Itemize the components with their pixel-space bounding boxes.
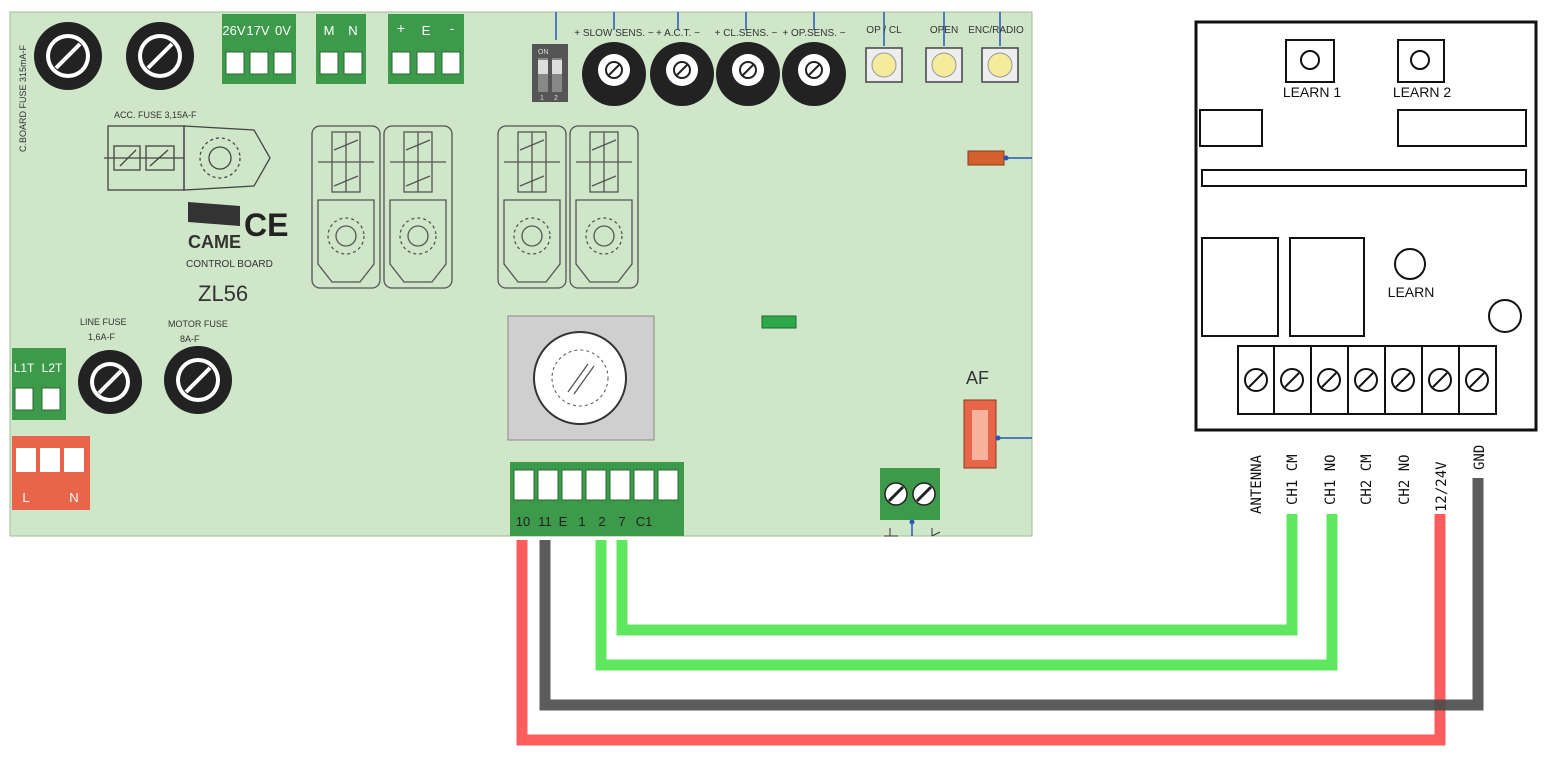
terminal-block-encoder: + E - (388, 14, 464, 84)
motor-fuse-knob (164, 346, 232, 414)
fuse-knob-cboard (34, 22, 102, 90)
button-op-cl: OP / CL (865, 12, 903, 83)
terminal-block-power-out: 26V 17V 0V (222, 14, 296, 84)
terminal-block-motor: M N (316, 14, 366, 84)
terminal-block-bottom: 10 11 E 1 2 7 C1 (510, 462, 684, 536)
receiver-terminal-ch2-no: CH2 NO (1397, 454, 1413, 505)
receiver-terminal-ch1-no: CH1 NO (1323, 454, 1339, 505)
receiver-relay-2 (1289, 237, 1365, 337)
line-fuse-label: LINE FUSE (80, 317, 127, 327)
terminal-label-l1t: L1T (14, 361, 35, 375)
trimmer-slow-sens: + SLOW SENS. − (574, 12, 654, 106)
receiver-chip-left (1199, 109, 1263, 147)
receiver-terminal-strip (1237, 345, 1497, 415)
dip-switch: ON 1 2 (532, 12, 568, 102)
terminal-label-minus: - (450, 20, 455, 36)
terminal-label-n-mains: N (69, 490, 78, 505)
receiver-terminal-ch1-cm: CH1 CM (1285, 454, 1301, 505)
af-connector (963, 399, 1032, 469)
orange-connector (967, 150, 1032, 166)
earth-terminal (880, 468, 941, 537)
terminal-label-0v: 0V (275, 23, 291, 38)
control-board: C.BOARD FUSE 315mA-F 26V 17V 0V M N + E … (9, 11, 1033, 537)
wire-green-7-to-ch1-cm (616, 514, 1298, 636)
dip-num-1: 1 (540, 95, 544, 102)
terminal-label-7: 7 (618, 514, 625, 529)
ce-mark: CE (244, 207, 288, 243)
wire-black-11-to-gnd (539, 478, 1484, 711)
wire-red-10-to-1224v (516, 514, 1446, 746)
learn1-label: LEARN 1 (1283, 84, 1342, 100)
receiver-module: LEARN 1 LEARN 2 LEARN (1194, 20, 1538, 514)
terminal-label-10: 10 (516, 514, 530, 529)
terminal-label-17v: 17V (246, 23, 269, 38)
terminal-label-e: E (422, 23, 431, 38)
terminal-label-c1: C1 (636, 514, 653, 529)
trimmer-label-act: + A.C.T. − (656, 28, 700, 39)
acc-fuse-holder (104, 125, 271, 191)
terminal-label-11: 11 (538, 514, 552, 529)
motor-fuse-label: MOTOR FUSE (168, 319, 228, 329)
acc-fuse-label: ACC. FUSE 3,15A-F (114, 110, 197, 120)
wires (516, 478, 1484, 746)
button-label-op-cl: OP / CL (866, 25, 902, 36)
button-label-enc-radio: ENC/RADIO (968, 25, 1024, 36)
receiver-hole (1488, 299, 1522, 333)
transformer (507, 315, 655, 441)
receiver-terminal-gnd: GND (1472, 445, 1488, 470)
receiver-terminal-antenna: ANTENNA (1249, 454, 1265, 514)
learn-label: LEARN (1388, 284, 1435, 300)
terminal-block-mains: L N (12, 436, 90, 510)
fuse-knob-acc (126, 22, 194, 90)
button-enc-radio: ENC/RADIO (968, 12, 1024, 83)
receiver-terminal-ch2-cm: CH2 CM (1359, 454, 1375, 505)
line-fuse-rating: 1,6A-F (88, 332, 116, 342)
control-board-label: CONTROL BOARD (186, 259, 273, 270)
trimmer-label-op-sens: + OP.SENS. − (782, 28, 845, 39)
trimmer-label-slow-sens: + SLOW SENS. − (574, 28, 654, 39)
receiver-bar (1201, 169, 1527, 187)
terminal-label-e-bottom: E (559, 514, 568, 529)
brand-text: CAME (188, 232, 241, 252)
terminal-label-m: M (324, 23, 335, 38)
trimmer-act: + A.C.T. − (650, 12, 714, 106)
af-label: AF (966, 368, 989, 388)
terminal-label-26v: 26V (222, 23, 245, 38)
receiver-relay-1 (1201, 237, 1279, 337)
terminal-block-transformer: L1T L2T (12, 348, 66, 420)
receiver-chip-right (1397, 109, 1527, 147)
cboard-fuse-label: C.BOARD FUSE 315mA-F (18, 44, 28, 152)
button-label-open: OPEN (930, 25, 958, 36)
learn2-label: LEARN 2 (1393, 84, 1452, 100)
terminal-label-2: 2 (598, 514, 605, 529)
trimmer-label-cl-sens: + CL.SENS. − (715, 28, 778, 39)
came-logo: CAME CE (188, 202, 288, 252)
terminal-label-l2t: L2T (42, 361, 63, 375)
wire-green-2-to-ch1-no (595, 514, 1338, 671)
dip-num-2: 2 (554, 95, 558, 102)
receiver-terminal-1224v: 12/24V (1434, 461, 1450, 512)
motor-fuse-rating: 8A-F (180, 334, 200, 344)
green-led (761, 315, 797, 329)
model-label: ZL56 (198, 281, 248, 306)
trimmer-cl-sens: + CL.SENS. − (715, 12, 780, 106)
terminal-label-1: 1 (578, 514, 585, 529)
button-open: OPEN (925, 12, 963, 83)
trimmer-op-sens: + OP.SENS. − (782, 12, 846, 106)
dip-on-label: ON (538, 49, 549, 56)
terminal-label-n: N (348, 23, 357, 38)
terminal-label-plus: + (397, 20, 405, 36)
relay-group (311, 125, 639, 289)
learn-button (1394, 248, 1426, 280)
line-fuse-knob (78, 350, 142, 414)
terminal-label-l: L (22, 490, 29, 505)
